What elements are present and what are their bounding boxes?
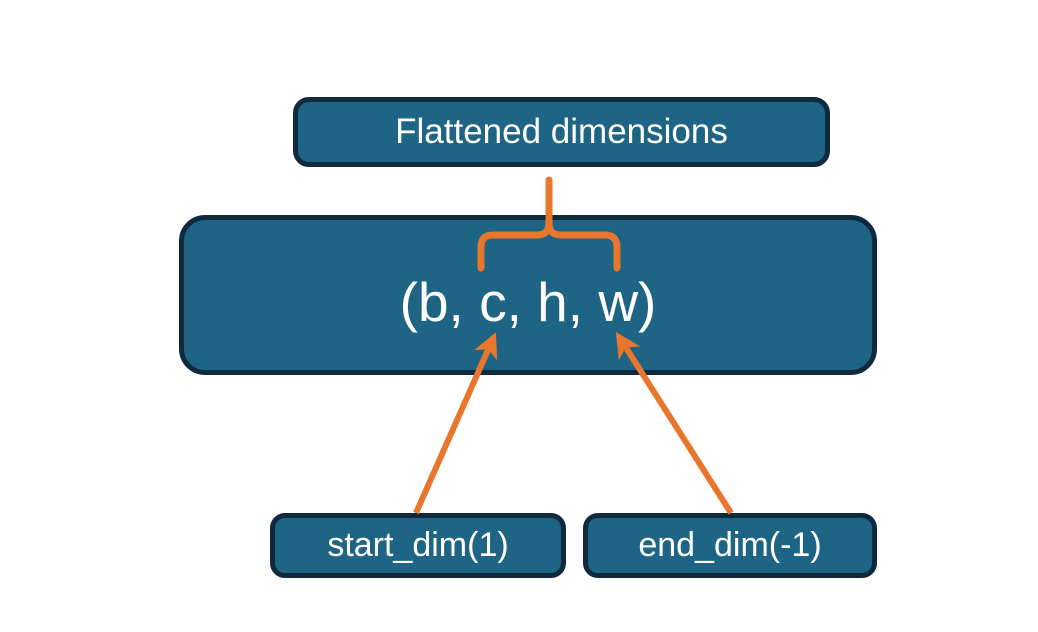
node-end-dim-label: end_dim(-1) (638, 525, 822, 564)
arrow-end-dim (615, 331, 734, 515)
node-start-dim[interactable]: start_dim(1) (270, 513, 566, 578)
node-start-dim-label: start_dim(1) (327, 525, 509, 564)
arrow-start-dim (413, 332, 498, 515)
node-end-dim[interactable]: end_dim(-1) (583, 513, 877, 578)
node-tensor-shape-label: (b, c, h, w) (399, 271, 657, 334)
node-flattened-dimensions-label: Flattened dimensions (395, 111, 728, 151)
node-flattened-dimensions[interactable]: Flattened dimensions (293, 97, 830, 167)
node-tensor-shape[interactable]: (b, c, h, w) (179, 215, 877, 375)
